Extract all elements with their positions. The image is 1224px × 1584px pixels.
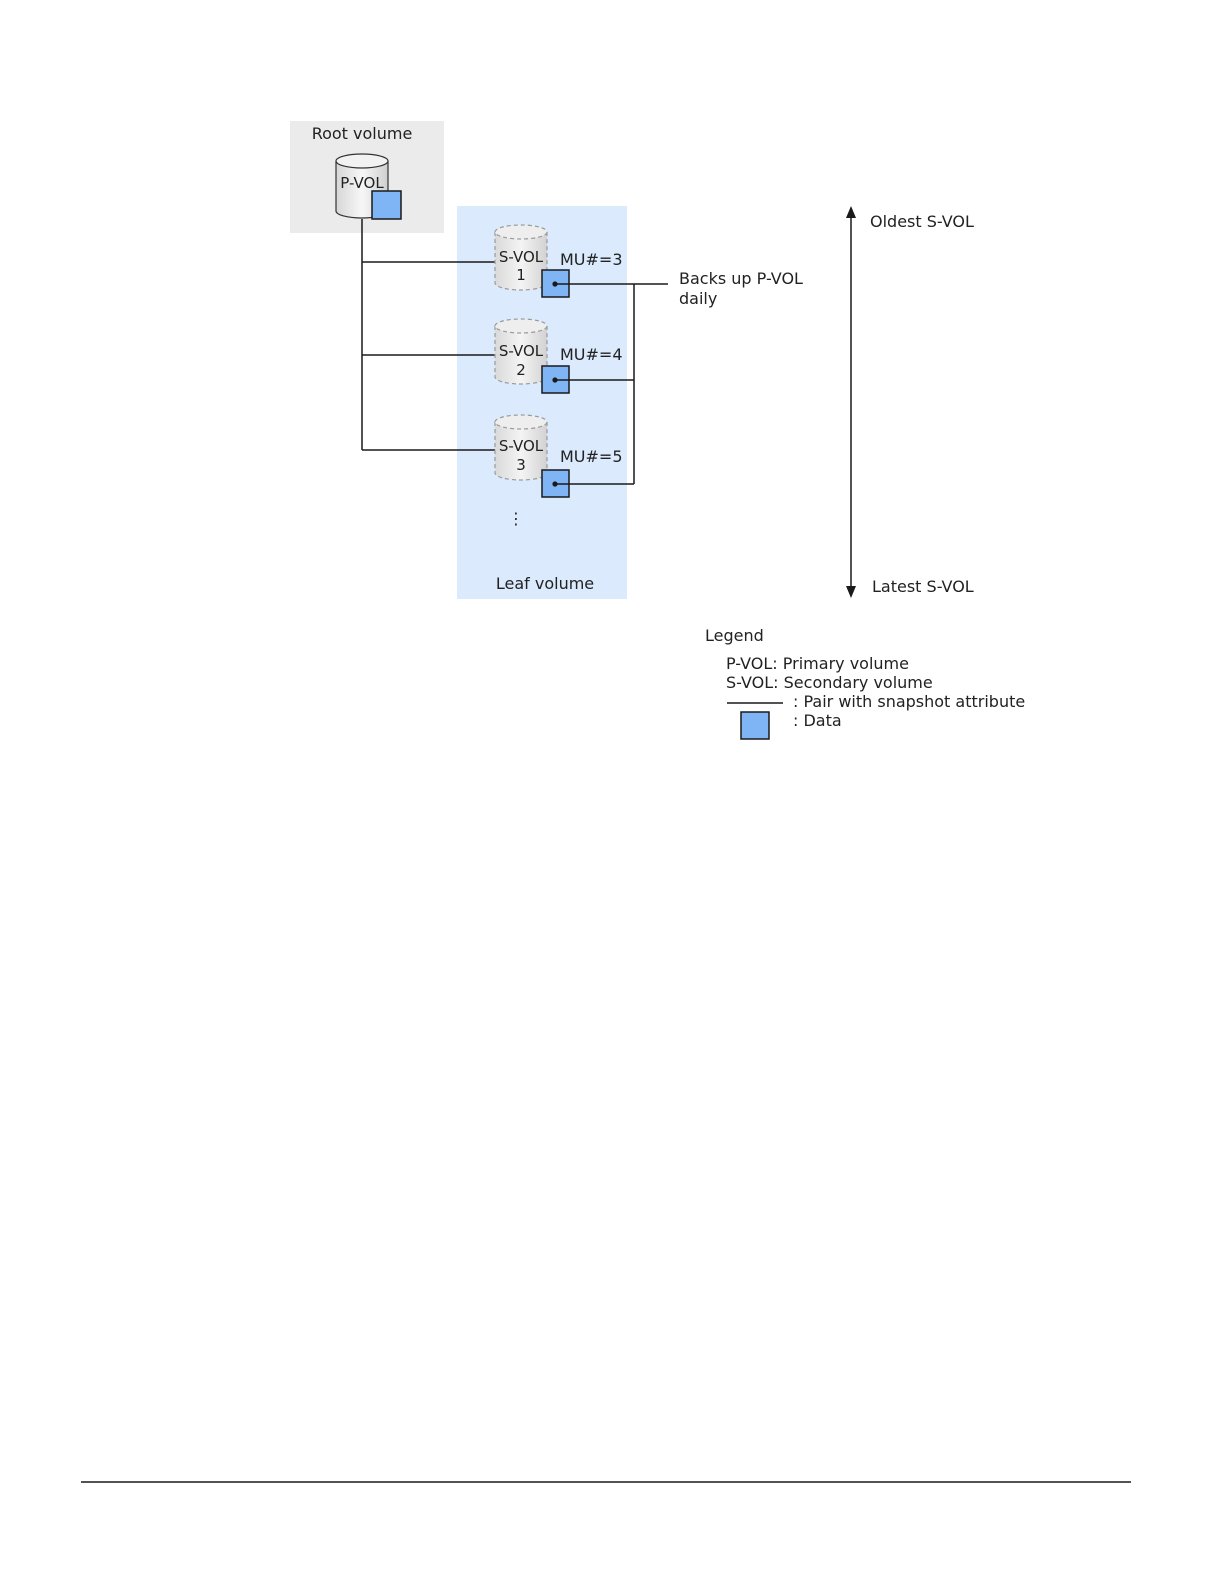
backup-note-line2: daily xyxy=(679,289,717,308)
svol-2-name: S-VOL xyxy=(499,342,544,360)
svol-2-mu: MU#=4 xyxy=(560,345,623,364)
arrow-down-icon xyxy=(846,586,856,598)
latest-svol-label: Latest S-VOL xyxy=(872,577,974,596)
time-order-arrow xyxy=(846,206,856,598)
svol-3-name: S-VOL xyxy=(499,437,544,455)
pvol-data-square xyxy=(372,191,401,219)
root-volume-label: Root volume xyxy=(312,124,413,143)
legend-title: Legend xyxy=(705,626,764,645)
legend: Legend P-VOL: Primary volume S-VOL: Seco… xyxy=(705,626,1025,739)
arrow-up-icon xyxy=(846,206,856,218)
legend-data-square xyxy=(741,712,769,739)
svol-1-name: S-VOL xyxy=(499,248,544,266)
legend-data-def: : Data xyxy=(793,711,842,730)
more-svols-ellipsis: ⋮ xyxy=(508,509,524,528)
legend-svol-def: S-VOL: Secondary volume xyxy=(726,673,933,692)
oldest-svol-label: Oldest S-VOL xyxy=(870,212,974,231)
svol-1-number: 1 xyxy=(516,266,526,284)
backup-note-line1: Backs up P-VOL xyxy=(679,269,803,288)
leaf-volume-label: Leaf volume xyxy=(496,574,594,593)
svol-2-number: 2 xyxy=(516,361,526,379)
svol-3-number: 3 xyxy=(516,456,526,474)
svol-1-mu: MU#=3 xyxy=(560,250,623,269)
pvol-label: P-VOL xyxy=(340,174,384,192)
legend-pvol-def: P-VOL: Primary volume xyxy=(726,654,909,673)
svol-3-mu: MU#=5 xyxy=(560,447,623,466)
legend-line-def: : Pair with snapshot attribute xyxy=(793,692,1025,711)
